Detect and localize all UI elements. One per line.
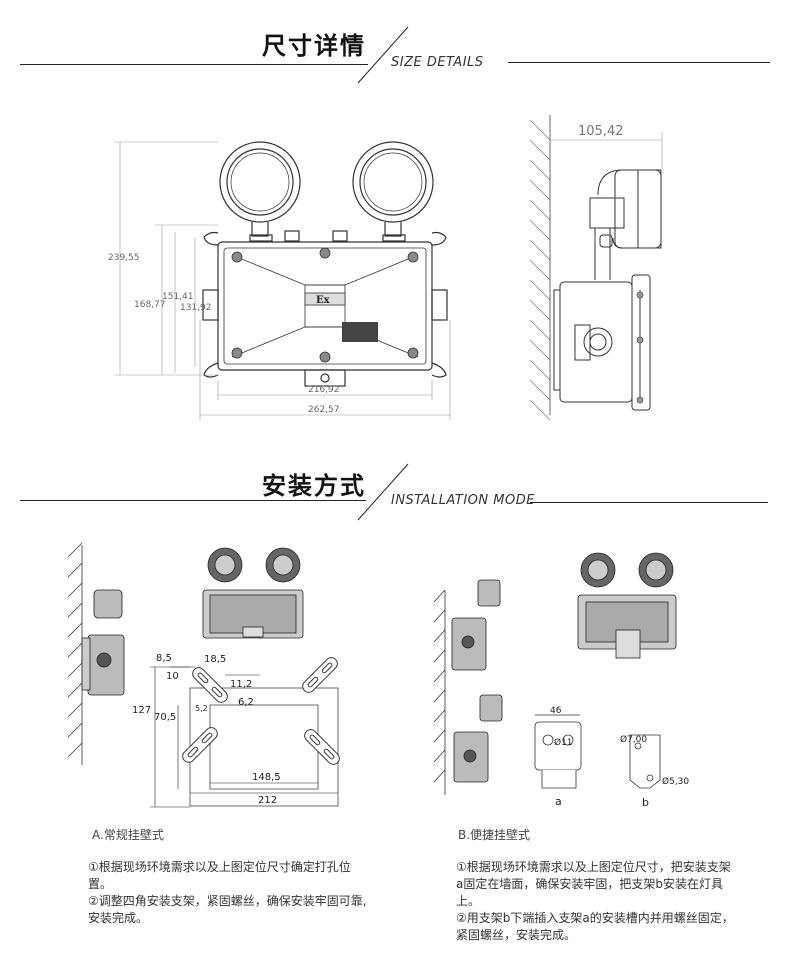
- mode-b-caption: B.便捷挂壁式: [458, 828, 531, 842]
- ex-mark-label: Ex: [316, 295, 331, 306]
- mode-a-dim-148-5: 148,5: [252, 772, 281, 783]
- mode-b-dim-5-3: Ø5,30: [662, 776, 689, 787]
- dim-height-inner: 151,41: [162, 292, 194, 302]
- dim-depth: 105,42: [578, 124, 624, 139]
- mode-a-dim-10: 10: [166, 671, 179, 682]
- mode-a-dim-11-2: 11,2: [230, 679, 252, 690]
- mode-a-dim-127: 127: [132, 705, 151, 716]
- mode-b-dim-11: Ø11: [554, 737, 573, 748]
- mode-b-step-1: ①根据现场环境需求以及上图定位尺寸，把安装支架a固定在墙面，确保安装牢固，把支架…: [456, 860, 731, 908]
- mode-b-step-2: ②用支架b下端插入支架a的安装槽内并用螺丝固定，紧固螺丝，安装完成。: [456, 911, 734, 942]
- mode-a-dim-18-5: 18,5: [204, 654, 226, 665]
- front-view-drawing: Ex 239,55 168,77 151,41 131,92 216,92 26…: [108, 141, 451, 420]
- mode-a-dim-6-2: 6,2: [238, 697, 254, 708]
- dim-height-body: 168,77: [134, 300, 166, 310]
- size-header-slash: [357, 26, 409, 84]
- dim-height-mount: 131,92: [180, 303, 212, 313]
- mode-b-dim-46: 46: [550, 706, 562, 716]
- mode-a-step-1: ①根据现场环境需求以及上图定位尺寸确定打孔位置。: [88, 860, 351, 891]
- install-header-slash: [357, 463, 409, 521]
- size-header-line-right: [508, 62, 770, 63]
- mode-a-steps: ①根据现场环境需求以及上图定位尺寸确定打孔位置。 ②调整四角安装支架，紧固螺丝，…: [88, 859, 370, 927]
- install-header-line-left: [20, 500, 366, 501]
- mode-b-dim-7: Ø7,00: [620, 734, 647, 745]
- mode-b-label-b: b: [642, 796, 649, 809]
- mode-a-dim-8-5: 8,5: [156, 653, 172, 664]
- dim-height-total: 239,55: [108, 253, 140, 263]
- size-header-line-left: [20, 64, 368, 65]
- install-section-title: 安装方式: [262, 472, 366, 500]
- dim-width-body: 216,92: [308, 385, 340, 395]
- mode-a-step-2: ②调整四角安装支架，紧固螺丝，确保安装牢固可靠,安装完成。: [88, 894, 367, 925]
- mode-a-dim-70-5: 70,5: [154, 712, 176, 723]
- mode-b-drawing: 46 Ø11 Ø7,00 Ø5,30 a b: [433, 552, 689, 809]
- install-section-subtitle: INSTALLATION MODE: [391, 493, 535, 508]
- side-view-drawing: 105,42: [529, 115, 663, 421]
- size-section-subtitle: SIZE DETAILS: [391, 55, 484, 70]
- mode-a-drawing: 8,5 18,5 10 11,2 5,2 6,2 127 70,5 148,5 …: [67, 542, 340, 808]
- dim-width-total: 262,57: [308, 405, 340, 415]
- mode-b-steps: ①根据现场环境需求以及上图定位尺寸，把安装支架a固定在墙面，确保安装牢固，把支架…: [456, 859, 738, 944]
- mode-b-label-a: a: [555, 795, 562, 808]
- mode-a-caption: A.常规挂壁式: [92, 828, 164, 842]
- mode-a-dim-212: 212: [258, 795, 277, 806]
- mode-a-dim-5-2: 5,2: [195, 704, 208, 713]
- size-section-title: 尺寸详情: [262, 32, 366, 60]
- install-header-line-right: [530, 502, 768, 503]
